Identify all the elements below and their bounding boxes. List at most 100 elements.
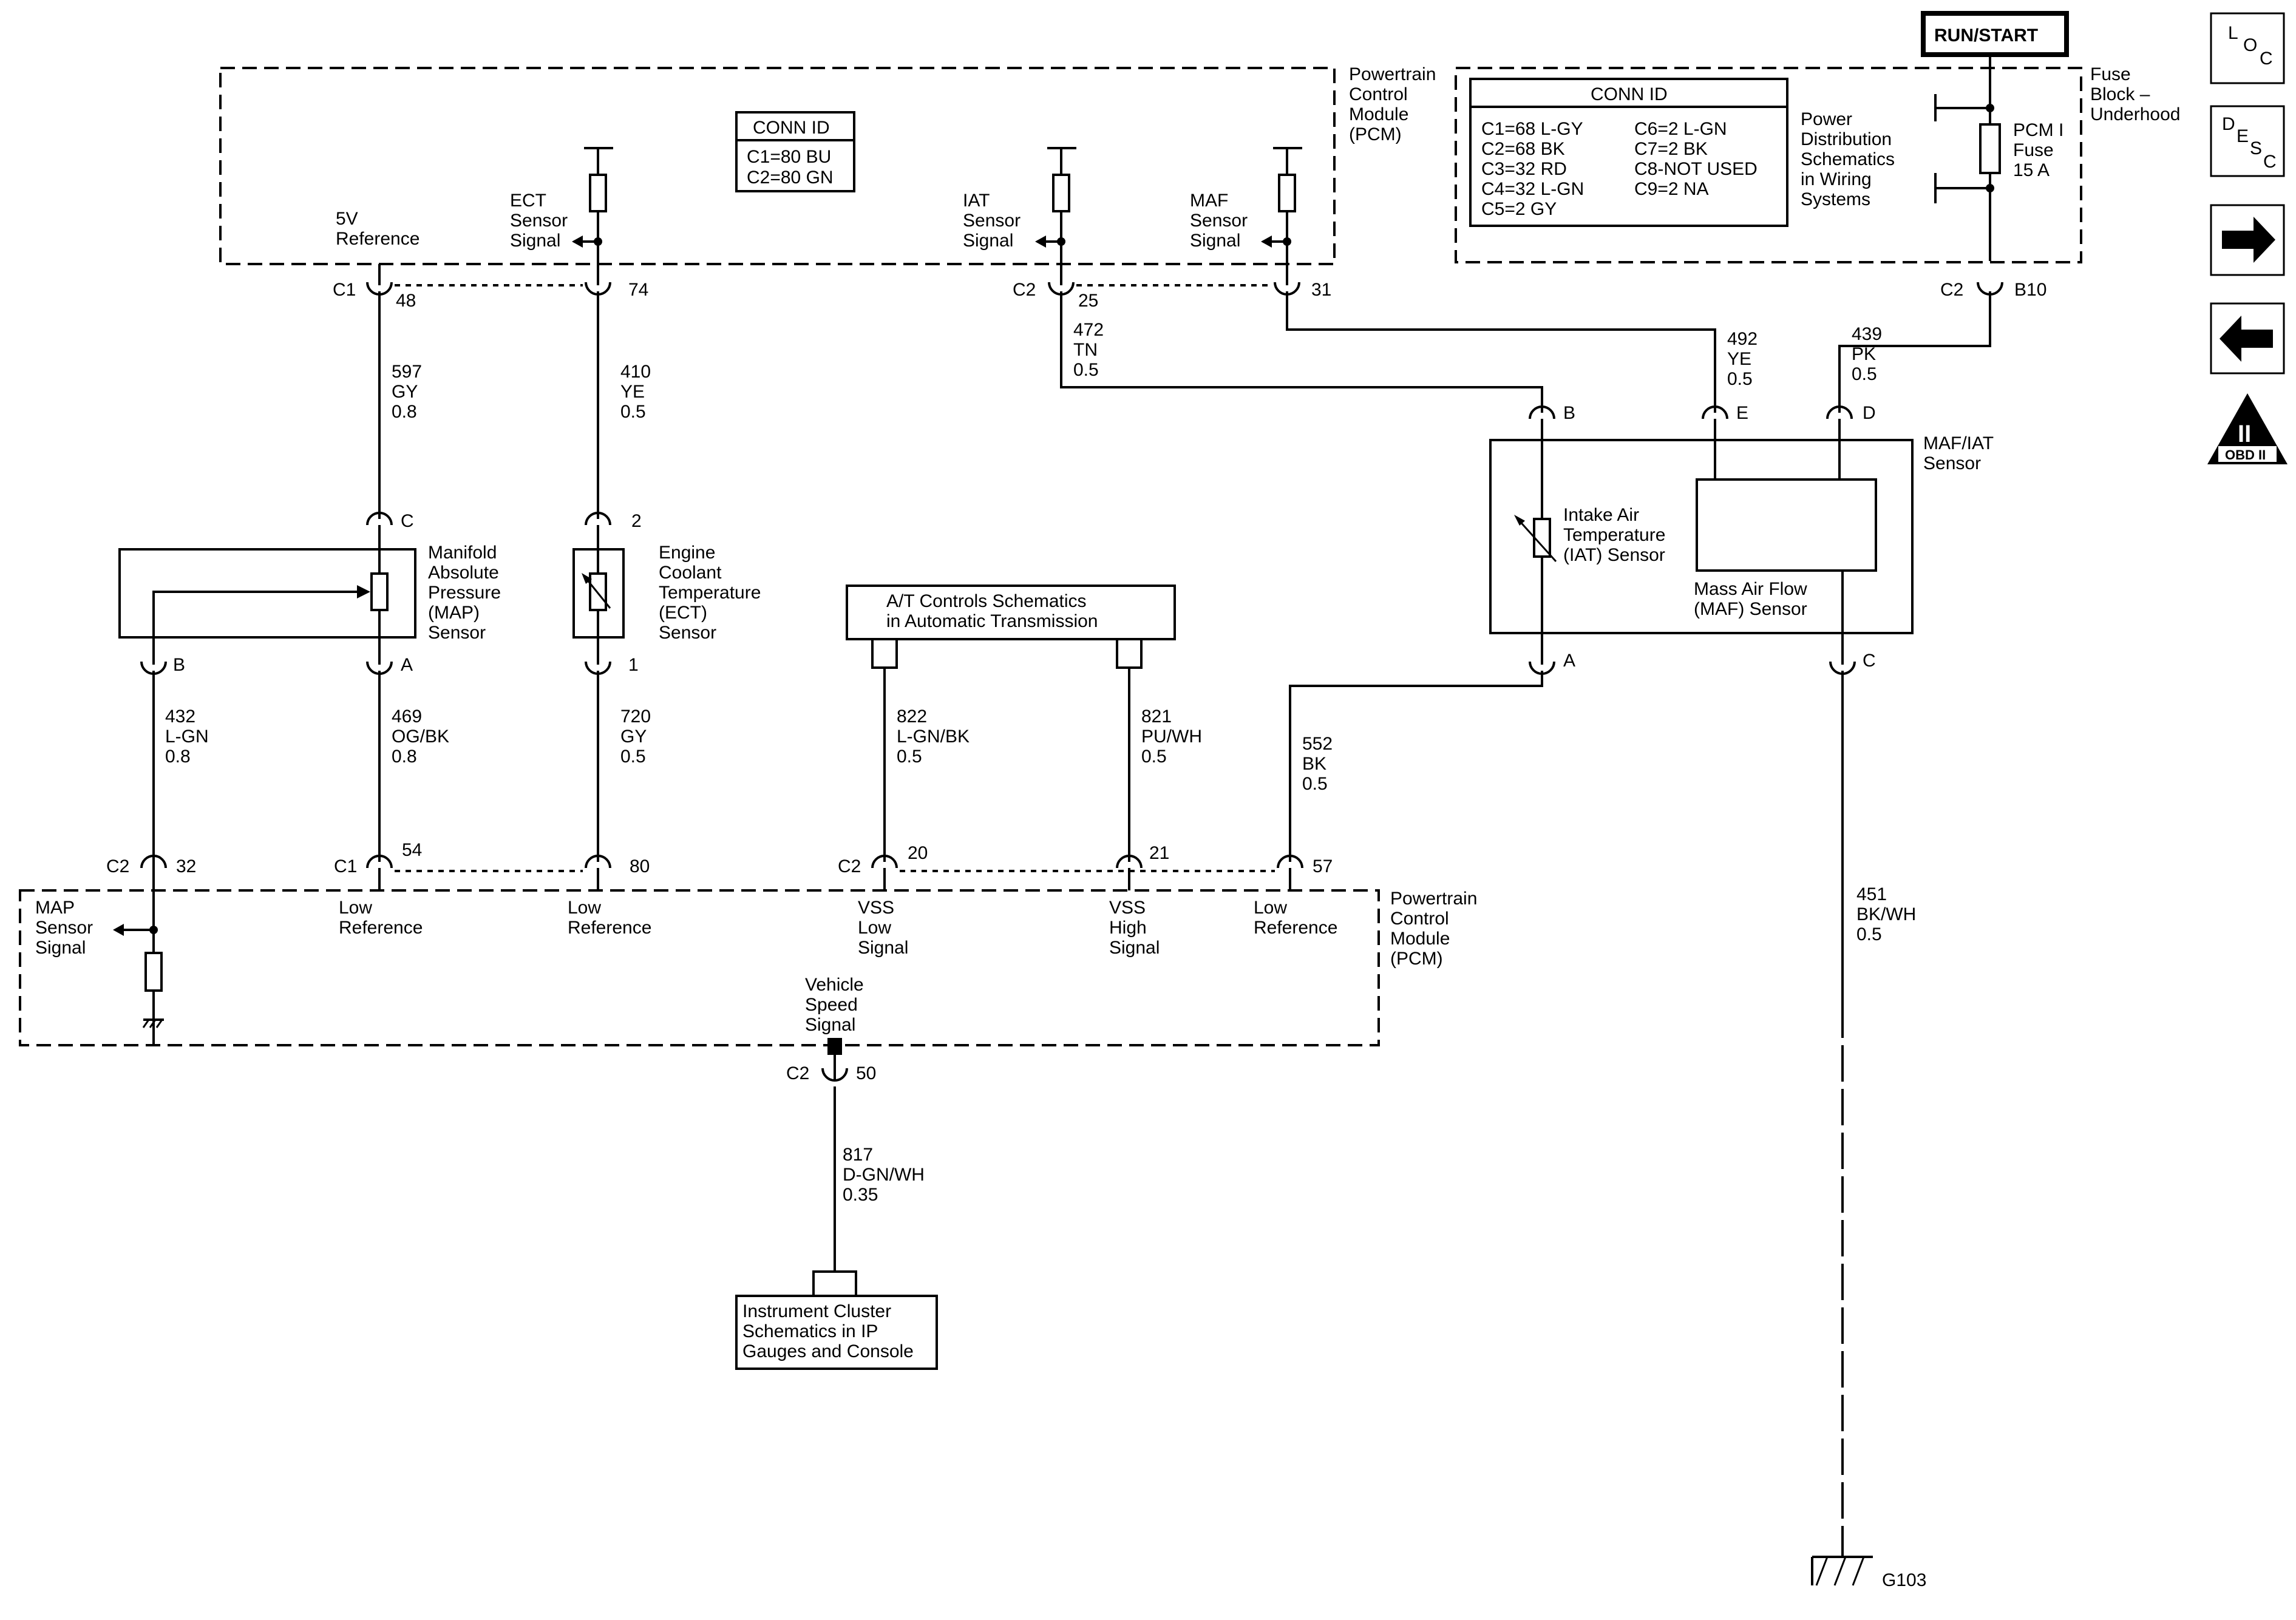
svg-text:21: 21 — [1149, 843, 1169, 863]
ect-signal-circuit — [572, 147, 613, 285]
connector-c2-32: C2 32 — [106, 855, 196, 876]
obd-ii-button[interactable]: II OBD II — [2207, 393, 2288, 464]
svg-text:C3=32 RD: C3=32 RD — [1481, 159, 1567, 179]
svg-text:32: 32 — [176, 856, 196, 876]
maf-pin-e: E — [1736, 403, 1748, 423]
svg-text:L: L — [2228, 23, 2238, 43]
svg-text:C: C — [2260, 49, 2273, 69]
maf-sensor-label: Mass Air Flow(MAF) Sensor — [1694, 579, 1807, 619]
maf-iat-sensor — [1489, 405, 1914, 675]
description-view-button[interactable]: D E S C — [2210, 105, 2285, 177]
svg-text:C4=32 L-GN: C4=32 L-GN — [1481, 179, 1584, 199]
map-pin-c: C — [401, 511, 414, 531]
svg-text:C1=68 L-GY: C1=68 L-GY — [1481, 119, 1583, 139]
connector-c2-50: C2 50 — [786, 1038, 876, 1083]
svg-text:C1: C1 — [333, 280, 356, 300]
pcm-conn-id-table: CONN ID C1=80 BU C2=80 GN — [735, 111, 855, 192]
previous-page-button[interactable] — [2210, 302, 2285, 374]
ground-g103: G103 — [1811, 1556, 1926, 1590]
map-sensor — [118, 512, 416, 675]
wire-439 — [1838, 291, 1991, 413]
svg-text:C2: C2 — [106, 856, 129, 876]
svg-text:57: 57 — [1313, 856, 1333, 876]
svg-text:CONN ID: CONN ID — [753, 118, 830, 138]
svg-text:C9=2 NA: C9=2 NA — [1634, 179, 1709, 199]
svg-text:C2=80 GN: C2=80 GN — [747, 168, 834, 188]
svg-text:C5=2 GY: C5=2 GY — [1481, 199, 1557, 219]
wire-492 — [1286, 291, 1716, 413]
svg-text:O: O — [2243, 35, 2257, 55]
svg-text:OBD II: OBD II — [2225, 447, 2266, 463]
maf-pin-c: C — [1863, 651, 1876, 671]
pcm-bottom-boundary — [19, 889, 1380, 1046]
pcm-top-boundary — [219, 67, 1336, 265]
maf-pin-a: A — [1563, 651, 1575, 671]
map-pin-a: A — [401, 655, 413, 675]
svg-text:31: 31 — [1311, 280, 1331, 300]
svg-text:C1: C1 — [334, 856, 357, 876]
svg-text:II: II — [2238, 421, 2251, 447]
svg-text:25: 25 — [1078, 291, 1098, 311]
ect-sensor — [572, 512, 625, 675]
next-page-button[interactable] — [2210, 204, 2285, 276]
svg-text:C2: C2 — [838, 856, 861, 876]
ect-pin-1: 1 — [628, 655, 639, 675]
svg-text:B10: B10 — [2014, 280, 2046, 300]
connector-c2-b10: C2 B10 — [1940, 280, 2046, 300]
svg-text:S: S — [2250, 138, 2262, 158]
svg-text:C7=2 BK: C7=2 BK — [1634, 139, 1708, 159]
svg-text:E: E — [2237, 126, 2249, 146]
svg-text:C1=80 BU: C1=80 BU — [747, 147, 831, 167]
connector-c2-20: C2 20 — [838, 843, 928, 890]
wire-552 — [1289, 671, 1543, 862]
svg-text:CONN ID: CONN ID — [1591, 84, 1668, 104]
svg-text:C2=68 BK: C2=68 BK — [1481, 139, 1565, 159]
maf-pin-d: D — [1863, 403, 1876, 423]
ect-pin-2: 2 — [631, 511, 642, 531]
map-signal-circuit — [113, 924, 164, 1028]
run-start-label: RUN/START — [1921, 11, 2069, 57]
connector-c1-48: C1 48 — [333, 280, 416, 311]
svg-text:C8-NOT USED: C8-NOT USED — [1634, 159, 1758, 179]
svg-text:80: 80 — [630, 856, 650, 876]
arrow-left-icon — [2220, 316, 2273, 362]
svg-text:74: 74 — [628, 280, 648, 300]
svg-text:C2: C2 — [1940, 280, 1963, 300]
connector-80: 80 — [585, 855, 650, 890]
svg-text:C: C — [2263, 152, 2277, 172]
connector-74: 74 — [585, 280, 648, 300]
arrow-right-icon — [2222, 217, 2275, 263]
svg-text:C2: C2 — [786, 1063, 809, 1083]
svg-text:20: 20 — [908, 843, 928, 863]
connector-c1-54: C1 54 — [334, 840, 422, 890]
location-view-button[interactable]: L O C — [2210, 12, 2285, 84]
